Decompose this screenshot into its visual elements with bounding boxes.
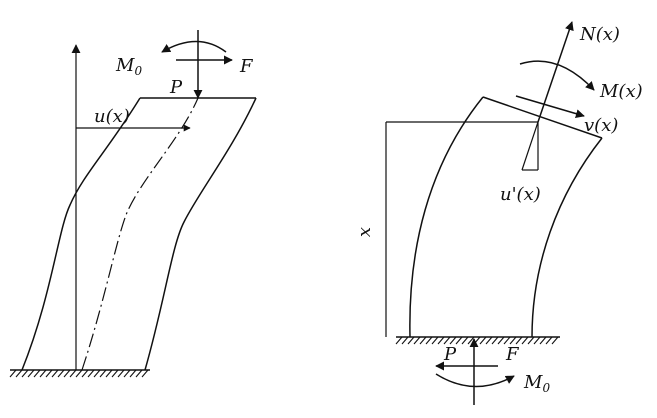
hatch-stroke — [407, 336, 415, 345]
hatch-stroke — [467, 336, 475, 345]
left-column-left-edge — [21, 97, 141, 371]
left-figure: u(x) M0 F P — [9, 30, 257, 378]
hatch-stroke — [497, 336, 505, 345]
hatch-stroke — [515, 336, 523, 345]
hatch-stroke — [545, 336, 553, 345]
hatch-stroke — [33, 369, 41, 378]
hatch-stroke — [141, 369, 149, 378]
hatch-stroke — [75, 369, 83, 378]
left-column-right-edge — [144, 97, 257, 371]
internal-moment-label: M(x) — [599, 81, 643, 102]
hatch-stroke — [27, 369, 35, 378]
hatch-stroke — [395, 336, 403, 345]
hatch-stroke — [93, 369, 101, 378]
hatch-stroke — [57, 369, 65, 378]
slope-tangent-line — [521, 121, 539, 171]
hatch-stroke — [437, 336, 445, 345]
hatch-stroke — [485, 336, 493, 345]
hatch-stroke — [455, 336, 463, 345]
left-column-centerline — [81, 97, 199, 371]
base-axial-label: P — [443, 344, 457, 365]
hatch-stroke — [105, 369, 113, 378]
right-column-left-edge — [409, 96, 484, 338]
hatch-stroke — [69, 369, 77, 378]
hatch-stroke — [111, 369, 119, 378]
hatch-stroke — [431, 336, 439, 345]
hatch-stroke — [509, 336, 517, 345]
height-label: x — [354, 227, 375, 237]
right-column-top-section — [482, 96, 603, 139]
right-figure: x N(x) M(x) v(x) u'(x) P F M0 — [354, 21, 643, 405]
hatch-stroke — [413, 336, 421, 345]
slope-label: u'(x) — [500, 184, 541, 205]
normal-force-arrow — [537, 21, 574, 123]
hatch-stroke — [123, 369, 131, 378]
hatch-stroke — [503, 336, 511, 345]
moment-label: M0 — [115, 55, 142, 78]
hatch-stroke — [473, 336, 481, 345]
hatch-stroke — [21, 369, 29, 378]
shear-force-arrow — [515, 95, 585, 119]
hatch-stroke — [135, 369, 143, 378]
hatch-stroke — [527, 336, 535, 345]
hatch-stroke — [99, 369, 107, 378]
hatch-stroke — [419, 336, 427, 345]
base-moment-arrow — [435, 373, 515, 388]
hatch-stroke — [401, 336, 409, 345]
left-ground-hatch — [9, 369, 149, 378]
axial-label: P — [169, 77, 183, 98]
internal-moment-arrow — [519, 60, 595, 91]
hatch-stroke — [51, 369, 59, 378]
shear-force-label: v(x) — [584, 115, 618, 136]
hatch-stroke — [443, 336, 451, 345]
right-ground-hatch — [395, 336, 559, 345]
hatch-stroke — [521, 336, 529, 345]
hatch-stroke — [45, 369, 53, 378]
hatch-stroke — [461, 336, 469, 345]
hatch-stroke — [15, 369, 23, 378]
hatch-stroke — [117, 369, 125, 378]
right-column-right-edge — [531, 137, 603, 338]
hatch-stroke — [129, 369, 137, 378]
moment-arrow — [161, 40, 227, 53]
hatch-stroke — [449, 336, 457, 345]
hatch-stroke — [81, 369, 89, 378]
hatch-stroke — [39, 369, 47, 378]
normal-force-label: N(x) — [579, 24, 620, 45]
hatch-stroke — [533, 336, 541, 345]
hatch-stroke — [63, 369, 71, 378]
hatch-stroke — [479, 336, 487, 345]
hatch-stroke — [87, 369, 95, 378]
hatch-stroke — [551, 336, 559, 345]
hatch-stroke — [491, 336, 499, 345]
base-force-label: F — [505, 344, 520, 365]
base-moment-label: M0 — [523, 372, 550, 395]
deflection-label: u(x) — [94, 106, 130, 127]
hatch-stroke — [425, 336, 433, 345]
hatch-stroke — [539, 336, 547, 345]
force-label: F — [239, 56, 254, 77]
hatch-stroke — [9, 369, 17, 378]
